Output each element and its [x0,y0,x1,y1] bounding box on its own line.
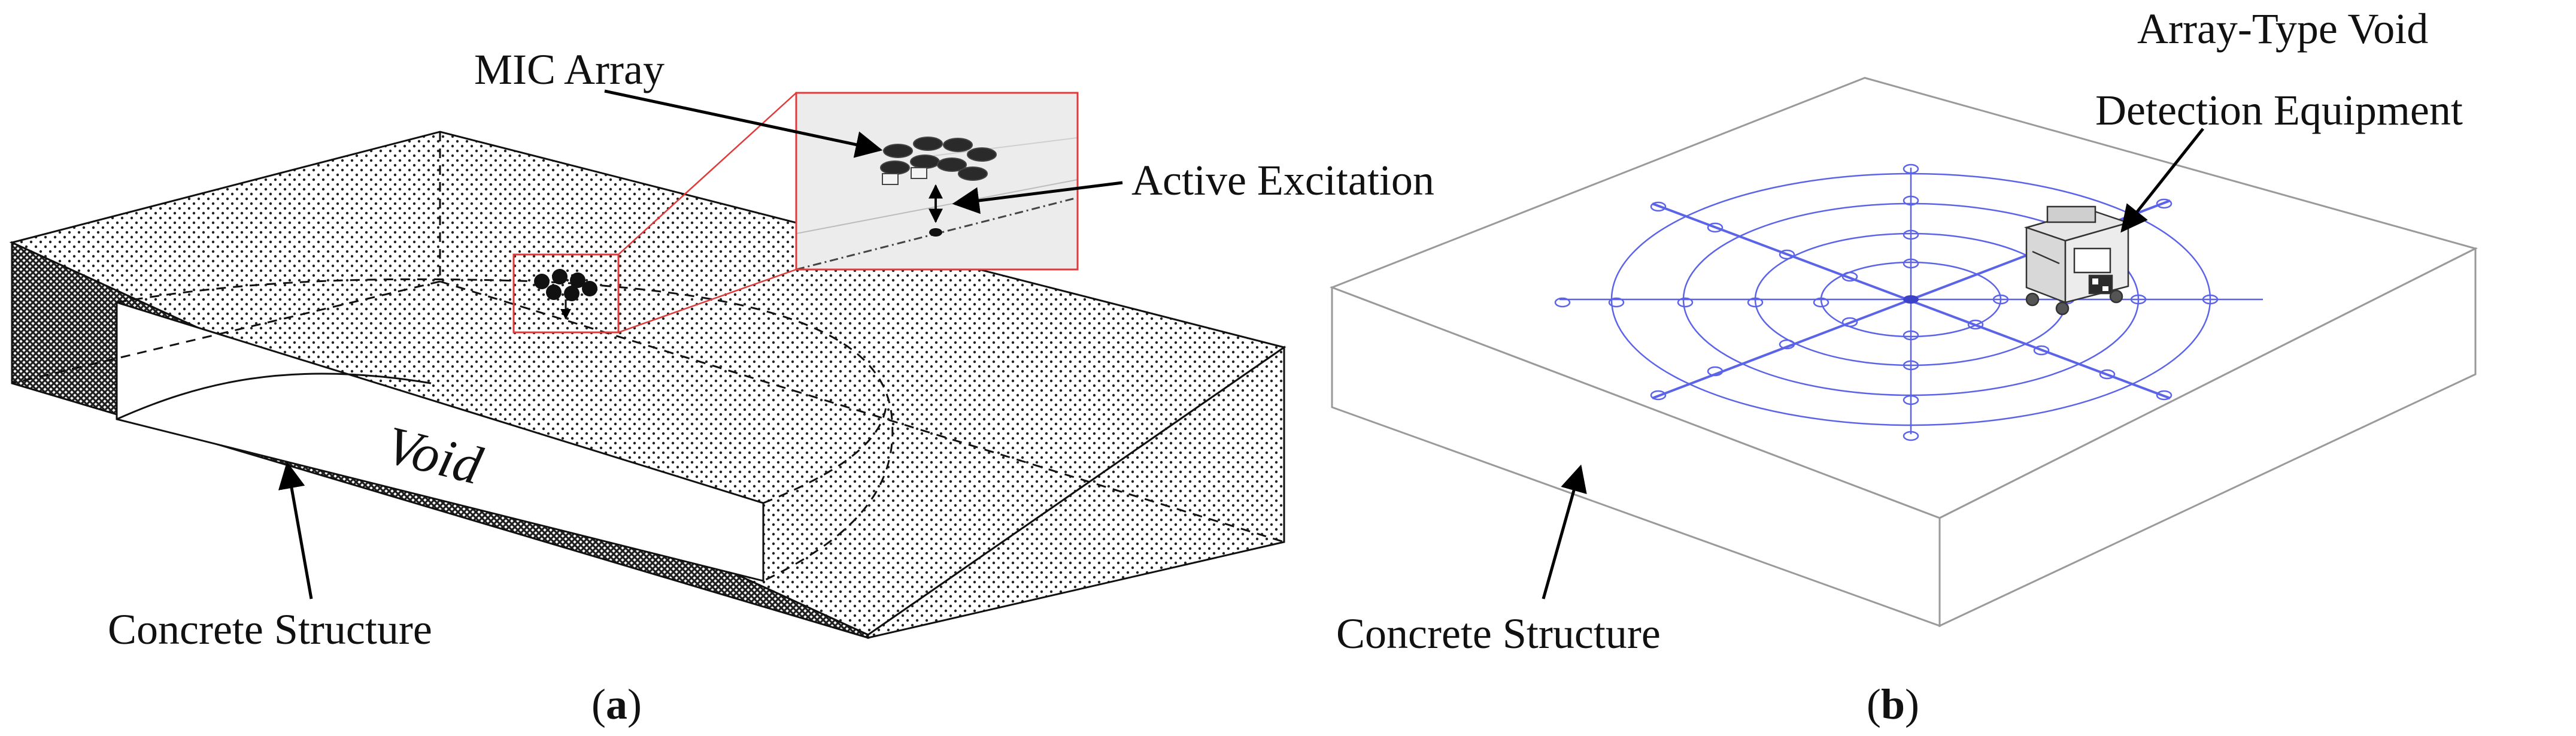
active-excitation-arrow [952,181,1123,214]
concrete-label-a: Concrete Structure [108,605,432,653]
zoom-selection-box [512,253,620,334]
active-excitation-label: Active Excitation [1131,156,1434,204]
concrete-arrow-a [278,461,313,599]
panel-b: Array-Type Void Detection Equipment Conc… [1329,5,2478,728]
mic-array-arrow [604,89,883,158]
sensor-points [1554,163,2219,441]
equipment-arrow [2120,128,2204,233]
hidden-edges [11,132,1285,582]
equipment-label-line2: Detection Equipment [2095,86,2463,134]
panel-a: MIC Array Active Excitation Void Concret… [9,46,1434,728]
concrete-arrow-b [1542,464,1587,599]
mic-array-label: MIC Array [474,46,665,93]
zoom-inset [795,92,1079,271]
slab-b-right-face [1938,247,2477,628]
caption-b: (b) [1867,680,1919,728]
detection-equipment [2023,205,2131,316]
caption-a: (a) [591,680,642,728]
microphones [880,137,997,185]
void-inner-curve [116,372,432,420]
mic-array-small [534,269,597,320]
concrete-label-b: Concrete Structure [1336,610,1661,658]
equipment-label-line1: Array-Type Void [2137,5,2428,53]
